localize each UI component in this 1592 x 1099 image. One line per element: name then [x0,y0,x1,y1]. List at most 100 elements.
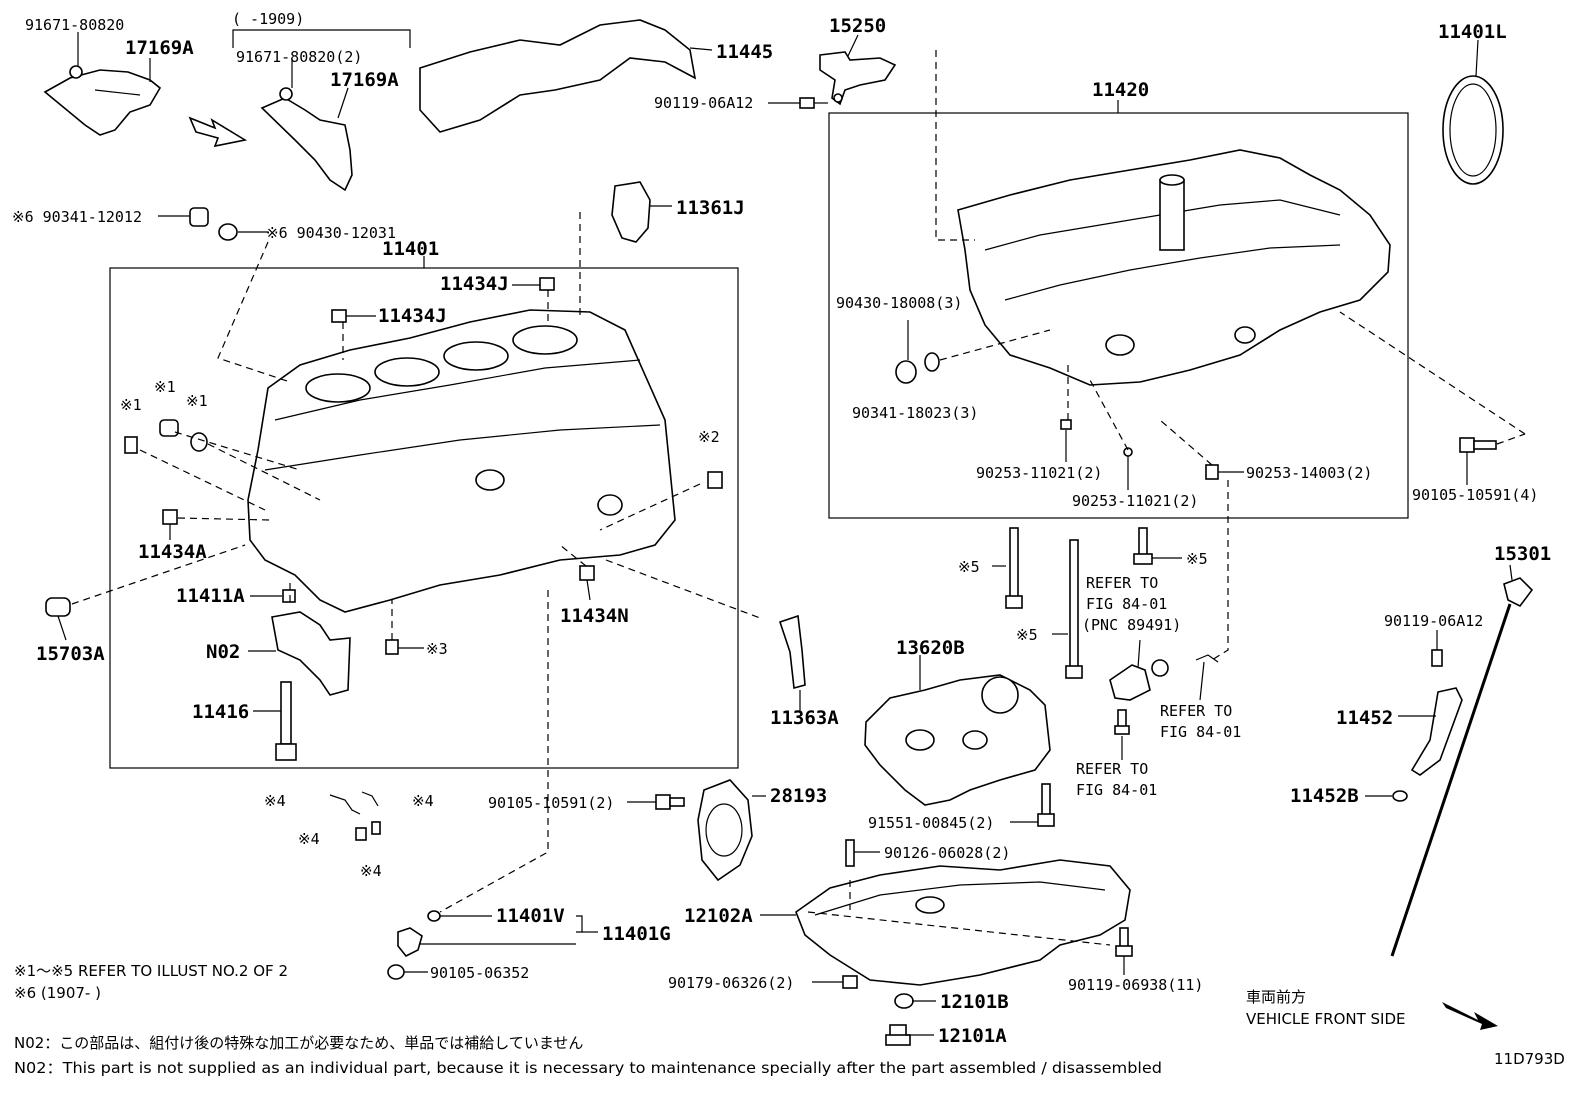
oring-11452B[interactable] [1392,790,1408,802]
label-28193: 28193 [770,785,827,807]
bolt-under-sensor[interactable] [1114,709,1130,735]
bracket-17169A-a[interactable] [43,65,162,136]
plug-15703A[interactable] [45,597,71,617]
pin-11411A[interactable] [282,589,296,603]
part-11401G[interactable] [397,927,423,958]
pin-90253-14003[interactable] [1205,464,1219,480]
oring-11401V[interactable] [427,910,441,922]
bracket-17169A-b[interactable] [260,87,353,192]
gasket-12101B[interactable] [894,993,914,1009]
refer-2-line1: REFER TO [1160,702,1232,720]
label-11401: 11401 [382,238,439,260]
label-11434N: 11434N [560,605,629,627]
pin-m1-a[interactable] [124,436,138,454]
bolt-m4-d[interactable] [371,821,381,835]
part-11361J[interactable] [611,181,651,243]
label-11434J-a: 11434J [378,305,447,327]
sensor-89491[interactable] [1109,659,1169,701]
wire-m4-b[interactable] [361,791,379,807]
marker-m1-c: ※1 [186,392,208,410]
label-90119-06A12-b: 90119-06A12 [1384,612,1483,630]
part-labels: 91671-80820 17169A ( -1909) 91671-80820(… [12,10,1551,1047]
direction-arrow-icon [188,116,248,148]
label-13620B: 13620B [896,637,965,659]
date-range-bracket [232,29,411,48]
label-90105-06352: 90105-06352 [430,964,529,982]
pin-11434N[interactable] [579,565,595,581]
pin-11434A[interactable] [162,509,178,525]
part-11363A[interactable] [778,614,806,690]
label-15250: 15250 [829,15,886,37]
figure-code: 11D793D [1494,1050,1565,1068]
part-11445[interactable] [419,19,697,133]
pin-90253-11021-a[interactable] [1060,419,1072,430]
gasket-m1-c[interactable] [190,432,208,452]
part-13620B[interactable] [864,674,1051,806]
part-N02-bearing-cap[interactable] [271,611,351,696]
label-90119-06938: 90119-06938(11) [1068,976,1203,994]
label-90119-06A12-a: 90119-06A12 [654,94,753,112]
bolt-m5-a[interactable] [1005,527,1023,609]
stud-90126-06028[interactable] [845,839,855,867]
leader-lines [57,32,1513,1036]
label-90341-18023: 90341-18023(3) [852,404,978,422]
label-11401G: 11401G [602,923,671,945]
label-90105-10591-4: 90105-10591(4) [1412,486,1538,504]
marker-m1-a: ※1 [120,396,142,414]
bolt-90105-10591-b[interactable] [655,794,685,810]
bolt-m4-c[interactable] [355,827,367,841]
label-11434A: 11434A [138,541,207,563]
plug-m1-b[interactable] [159,419,179,437]
bolt-90119-06A12-b[interactable] [1431,649,1443,667]
label-11452: 11452 [1336,707,1393,729]
part-11420-stiffening-crankcase[interactable] [957,149,1391,386]
pin-11434J-a[interactable] [331,309,347,323]
part-15301-dipstick[interactable] [1390,577,1534,959]
bolt-91551-00845[interactable] [1037,783,1055,827]
part-11401L[interactable] [1442,75,1504,185]
label-15301: 15301 [1494,543,1551,565]
bolt-11416[interactable] [275,681,297,761]
plug-90341-18023[interactable] [895,360,917,384]
label-91671-80820-a: 91671-80820 [25,16,124,34]
bolt-90105-10591-a[interactable] [1459,437,1497,453]
bolt-m5-c[interactable] [1133,527,1153,565]
refer-3-line1: REFER TO [1076,760,1148,778]
refer-2-line2: FIG 84-01 [1160,723,1241,741]
note-refer-illust: ※1～※5 REFER TO ILLUST NO.2 OF 2 [14,962,288,980]
part-11401-cylinder-block[interactable] [247,309,676,613]
label-11411A: 11411A [176,585,245,607]
marker-m1-b: ※1 [154,378,176,396]
bolt-90119-06938[interactable] [1115,927,1133,957]
pin-11434J-b[interactable] [539,277,555,291]
bolt-m5-b[interactable] [1065,539,1083,679]
refer-3-line2: FIG 84-01 [1076,781,1157,799]
label-11416: 11416 [192,701,249,723]
bolt-90105-06352[interactable] [387,964,405,980]
front-label-en: VEHICLE FRONT SIDE [1246,1010,1406,1028]
marker-m4-d: ※4 [360,862,382,880]
gasket-90430-12031[interactable] [218,223,238,241]
label-90105-10591-2: 90105-10591(2) [488,794,614,812]
refer-1-line2: FIG 84-01 [1086,595,1167,613]
pin-m3[interactable] [385,639,399,655]
pin-m2[interactable] [707,471,723,489]
part-15250[interactable] [819,51,897,106]
plug-90341-12012[interactable] [189,207,209,227]
part-11452-guide[interactable] [1410,687,1463,776]
label-90253-11021-b: 90253-11021(2) [1072,492,1198,510]
marker-m4-c: ※4 [298,830,320,848]
gasket-90430-18008[interactable] [924,352,940,372]
nut-90179-06326[interactable] [842,975,858,989]
label-90430-18008: 90430-18008(3) [836,294,962,312]
note-n02-jp: N02：この部品は、組付け後の特殊な加工が必要なため、単品では補給していません [14,1034,583,1052]
footnotes: ※1～※5 REFER TO ILLUST NO.2 OF 2 ※6 (1907… [14,962,1565,1077]
part-12102A-oil-pan[interactable] [795,859,1131,986]
plug-12101A[interactable] [885,1024,911,1046]
clip-part[interactable] [1195,654,1219,663]
bolt-90119-06A12-a[interactable] [799,97,828,109]
wire-m4-a[interactable] [329,794,361,815]
refer-1-line3: (PNC 89491) [1082,616,1181,634]
part-28193[interactable] [697,779,753,882]
marker-m2: ※2 [698,428,720,446]
